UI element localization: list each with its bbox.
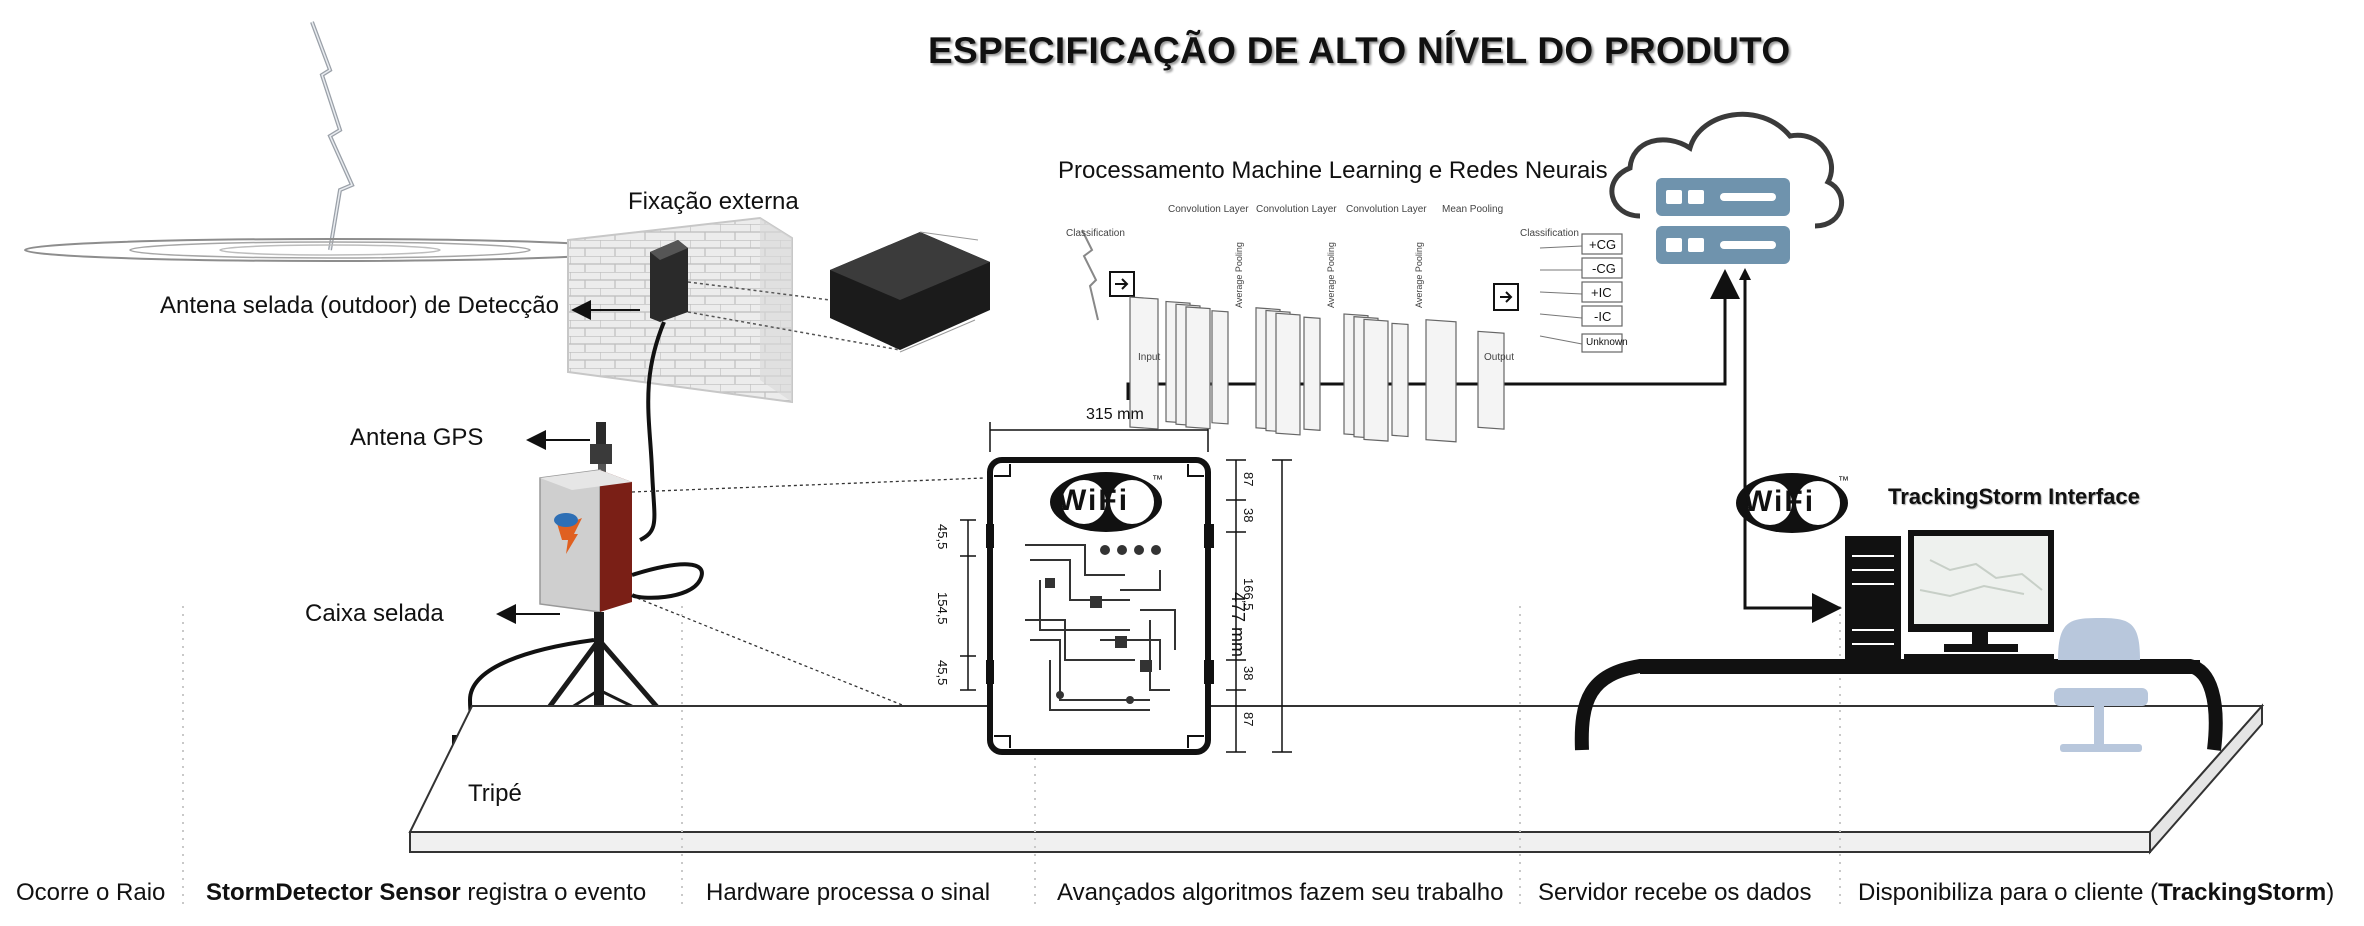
ml-class-unknown: Unknown [1586,337,1628,348]
ml-layer-4: Mean Pooling [1442,204,1504,215]
dim-left-2: 154,5 [935,592,950,625]
ml-pool-3: Average Pooling [1413,242,1424,308]
ml-neural-network-diagram [1081,229,1623,443]
label-tripod: Tripé [468,780,522,807]
step-4: Avançados algoritmos fazem seu trabalho [1057,879,1503,907]
gps-antenna [590,422,612,478]
dim-right-1: 87 [1241,472,1256,487]
ml-output: Output [1484,352,1515,363]
wifi-logo-enclosure [1050,472,1162,532]
cloud-server-icon [1609,111,1845,264]
step-4-text: Avançados algoritmos fazem seu trabalho [1057,879,1504,906]
dim-left-1: 45,5 [935,524,950,550]
step-5: Servidor recebe os dados [1538,879,1812,907]
label-tracking-interface: TrackingStorm Interface [1888,484,2140,509]
dim-right-4: 38 [1241,666,1256,681]
dim-right-2: 38 [1241,508,1256,523]
step-2-bold: StormDetector Sensor [206,879,461,906]
ml-input: Input [1138,352,1161,363]
step-5-text: Servidor recebe os dados [1538,879,1812,906]
client-workstation [1574,530,2223,752]
sealed-antenna-device [639,240,688,542]
step-6-bold: TrackingStorm [2158,879,2327,906]
ml-class-neg-ic: -IC [1594,309,1612,324]
sealed-box-device [539,469,985,739]
ml-class-pos-ic: +IC [1591,285,1612,300]
ml-layer-2: Convolution Layer [1256,204,1337,215]
step-3-text: Hardware processa o sinal [706,879,991,906]
step-6-text: Disponibiliza para o cliente ( [1858,879,2159,906]
ml-pool-1: Average Pooling [1233,242,1244,308]
ml-class-neg-cg: -CG [1592,261,1616,276]
label-ml-processing: Processamento Machine Learning e Redes N… [1058,157,1608,184]
dim-left-3: 45,5 [935,660,950,686]
dim-width: 315 mm [1086,406,1144,423]
dim-right-5: 87 [1241,712,1256,727]
wifi-tm-client: ™ [1838,475,1849,487]
lightning-strike-icon [24,21,636,262]
dim-right-3: 166,5 [1241,578,1256,611]
platform-table [408,703,2265,855]
ml-classification-in: Classification [1066,228,1125,239]
step-3: Hardware processa o sinal [706,879,990,907]
ml-layer-1: Convolution Layer [1168,204,1249,215]
step-6-after: ) [2326,879,2335,906]
step-2-text: registra o evento [460,879,647,906]
wifi-logo-text-client: WiFi [1744,485,1816,518]
antenna-enclosure-box [830,231,990,353]
step-1-text: Ocorre o Raio [16,879,166,906]
ml-class-pos-cg: +CG [1589,237,1617,252]
ml-classification-out: Classification [1520,228,1579,239]
ml-layer-3: Convolution Layer [1346,204,1427,215]
dimension-lines [960,422,1292,753]
step-1: Ocorre o Raio [16,879,165,907]
label-external-mount: Fixação externa [628,188,799,215]
step-6: Disponibiliza para o cliente (TrackingSt… [1858,879,2334,907]
page-title: ESPECIFICAÇÃO DE ALTO NÍVEL DO PRODUTO [928,30,1791,71]
wifi-logo-client [1736,473,1848,533]
wifi-logo-text-enclosure: WiFi [1058,484,1130,517]
label-sealed-box: Caixa selada [305,600,444,627]
ml-pool-2: Average Pooling [1325,242,1336,308]
label-gps-antenna: Antena GPS [350,424,484,451]
step-2: StormDetector Sensor registra o evento [206,879,646,907]
label-sealed-antenna: Antena selada (outdoor) de Detecção [160,292,559,319]
hardware-enclosure [986,457,1214,755]
wifi-tm-enclosure: ™ [1152,474,1163,486]
